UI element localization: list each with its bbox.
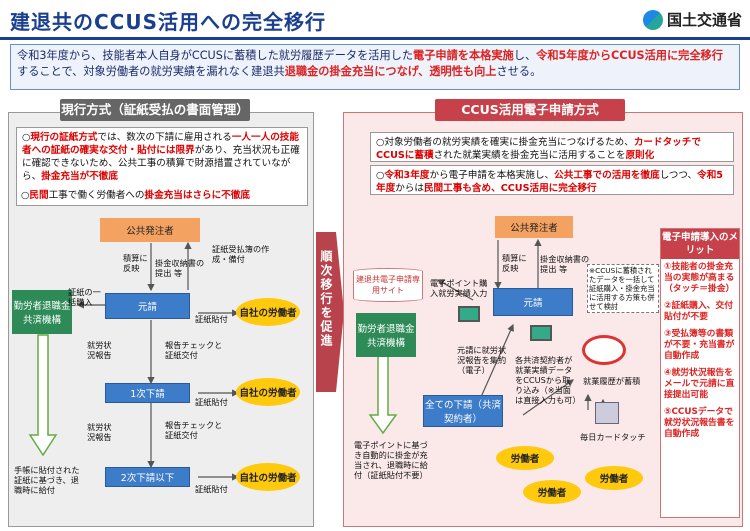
label-ledger: 証紙受払簿の作成・備付	[212, 244, 270, 264]
note-text: ○対象労働者の就労実績を確実に掛金充当につなげるため、	[376, 137, 634, 148]
label-card-touch: 毎日カードタッチ	[580, 432, 646, 442]
ccus-worker-2: 労働者	[523, 480, 581, 504]
current-worker-3: 自社の労働者	[236, 463, 300, 491]
intro-highlight: 電子申請を本格実施	[413, 49, 514, 62]
transition-arrow-icon	[316, 232, 344, 392]
ccus-client-box: 公共発注者	[495, 216, 573, 238]
ccus-note-2: ○令和3年度から電子申請を本格実施し、公共工事での活用を徹底しつつ、令和5年度か…	[370, 165, 734, 195]
title-rule	[0, 37, 750, 40]
current-worker-2: 自社の労働者	[236, 378, 300, 406]
label-point-purchase: 電子ポイント購入就労実績入力	[430, 278, 488, 298]
note-highlight: 一人一人の技能者への証紙の確実な交付・貼付には限界	[22, 132, 299, 156]
current-method-note: ○現行の証紙方式では、数次の下請に雇用される一人一人の技能者への証紙の確実な交付…	[16, 127, 308, 206]
label-attach-3: 証紙貼付	[195, 484, 228, 494]
note-text: しつつ、	[659, 170, 698, 181]
label-check: 報告チェックと証紙交付	[165, 340, 223, 360]
bullet: ○	[21, 190, 30, 201]
ccus-logo-icon	[582, 335, 626, 365]
intro-highlight: 退職金の掛金充当につなげ、透明性も向上	[284, 65, 497, 78]
note-text: から電子申請を本格実施し、	[429, 170, 555, 181]
ccus-prime-box: 元請	[493, 288, 573, 316]
merit-item: ①技能者の掛金充当の実態が高まる（タッチ＝掛金）	[664, 262, 735, 294]
current-client-box: 公共発注者	[100, 218, 200, 242]
label-history: 就業履歴が蓄積	[583, 376, 641, 386]
note-highlight: 令和5年度	[376, 170, 723, 194]
computer-icon	[530, 325, 552, 341]
merit-item: ②証紙購入、交付貼付が不要	[664, 301, 734, 322]
mlit-logo-icon	[642, 9, 663, 30]
note-highlight: 民間	[29, 190, 49, 201]
label-auto-fund: 電子ポイントに基づき自動的に掛金が充当され、退職時に給付（証紙貼付不要）	[354, 440, 428, 480]
current-method-note2: ○民間工事で働く労働者への掛金充当はさらに不徹底	[16, 186, 308, 204]
bullet: ○	[376, 170, 385, 181]
note-highlight: 原則化	[625, 150, 655, 161]
merit-item: ⑤CCUSデータで就労状況報告書を自動作成	[664, 407, 735, 439]
ccus-note-1: ○対象労働者の就労実績を確実に掛金充当につなげるため、カードタッチでCCUSに蓄…	[370, 132, 734, 162]
note-text: 工事で働く労働者への	[48, 190, 145, 201]
current-sub1-box: 1次下請	[105, 383, 190, 403]
merit-item: ④就労状況報告をメールで元請に直接提出可能	[664, 368, 735, 400]
intro-text: させる。	[496, 65, 542, 78]
merit-title: 電子申請導入のメリット	[661, 229, 739, 259]
label-check-2: 報告チェックと証紙交付	[165, 420, 223, 440]
note-highlight: 民間工事も含め、CCUS活用に完全移行	[423, 183, 597, 194]
note-highlight: 掛金充当が不徹底	[41, 171, 118, 182]
label-attach-1: 証紙貼付	[195, 314, 228, 324]
note-highlight: カードタッチでCCUSに蓄積	[376, 137, 701, 161]
label-work-report: 就労状況報告	[87, 340, 112, 360]
current-prime-box: 元請	[105, 293, 190, 319]
current-sub2-box: 2次下請以下	[105, 467, 190, 487]
merit-item: ③受払簿等の書類が不要・充当書が自動作成	[664, 329, 735, 361]
label-work-report-2: 就労状況報告	[87, 422, 112, 442]
intro-box: 令和3年度から、技能者本人自身がCCUSに蓄積した就労履歴データを活用した電子申…	[10, 44, 740, 90]
ccus-method-heading: CCUS活用電子申請方式	[435, 99, 625, 121]
bullet: ○	[22, 132, 31, 143]
label-ccus-note: ※CCUSに蓄積されたデータを一括して証紙購入・掛金充当に活用する方策も併せて検…	[587, 264, 659, 313]
note-text: された就業実績を掛金充当に活用することを	[433, 150, 626, 161]
label-receipt: 掛金収納書の提出 等	[155, 258, 205, 278]
ministry-name: 国土交通省	[666, 11, 742, 29]
current-worker-1: 自社の労働者	[236, 298, 300, 326]
ccus-subs-box: 全ての下請（共済契約者）	[423, 395, 503, 427]
label-receipt: 掛金収納書の提出 等	[540, 254, 590, 274]
label-handbook: 手帳に貼付された証紙に基づき、退職時に給付	[14, 465, 80, 495]
current-method-heading: 現行方式（証紙受払の書面管理）	[60, 99, 250, 121]
note-highlight: 掛金充当はさらに不徹底	[144, 190, 251, 201]
ministry-logo: 国土交通省	[642, 9, 742, 30]
note-highlight: 現行の証紙方式	[30, 132, 98, 143]
ccus-worker-3: 労働者	[585, 466, 643, 490]
label-estimate: 積算に反映	[502, 253, 527, 273]
label-bulk-purchase: 証紙の一括購入	[68, 287, 101, 307]
label-attach-2: 証紙貼付	[195, 397, 228, 407]
note-text: からは	[395, 183, 424, 194]
ccus-worker-1: 労働者	[496, 446, 554, 470]
card-reader-icon	[595, 402, 619, 424]
ccus-fund-box: 勤労者退職金共済機構	[356, 313, 416, 357]
merit-box: 電子申請導入のメリット ①技能者の掛金充当の実態が高まる（タッチ＝掛金） ②証紙…	[660, 228, 740, 518]
note-text: があり、充当状況も正確に確認できないため、公共工事の積算で財源措置されていながら…	[22, 145, 300, 182]
note-text: では、数次の下請に雇用される	[97, 132, 232, 143]
intro-highlight: 令和5年度からCCUS活用に完全移行	[536, 49, 723, 62]
page-title: 建退共のCCUS活用への完全移行	[10, 10, 326, 34]
intro-text: することで、対象労働者の就労実績を漏れなく建退共	[17, 65, 285, 78]
label-data-import: 各共済契約者が就業実績データをCCUSから取り込み（※当面は直接入力も可）	[515, 355, 581, 405]
e-application-site: 建退共電子申請専用サイト	[353, 268, 423, 302]
note-highlight: 令和3年度	[384, 170, 430, 181]
intro-text: し、	[513, 49, 537, 62]
label-estimate: 積算に反映	[123, 253, 148, 273]
note-highlight: 公共工事での活用を徹底	[554, 170, 660, 181]
computer-icon	[458, 306, 480, 322]
current-fund-box: 勤労者退職金共済機構	[12, 290, 72, 334]
current-method-arrows	[28, 241, 240, 481]
transition-label: 順次移行を促進	[319, 250, 333, 348]
intro-text: 令和3年度から、技能者本人自身がCCUSに蓄積した就労履歴データを活用した	[17, 49, 414, 62]
label-sub-report: 元請に就労状況報告を集約（電子）	[457, 345, 507, 375]
